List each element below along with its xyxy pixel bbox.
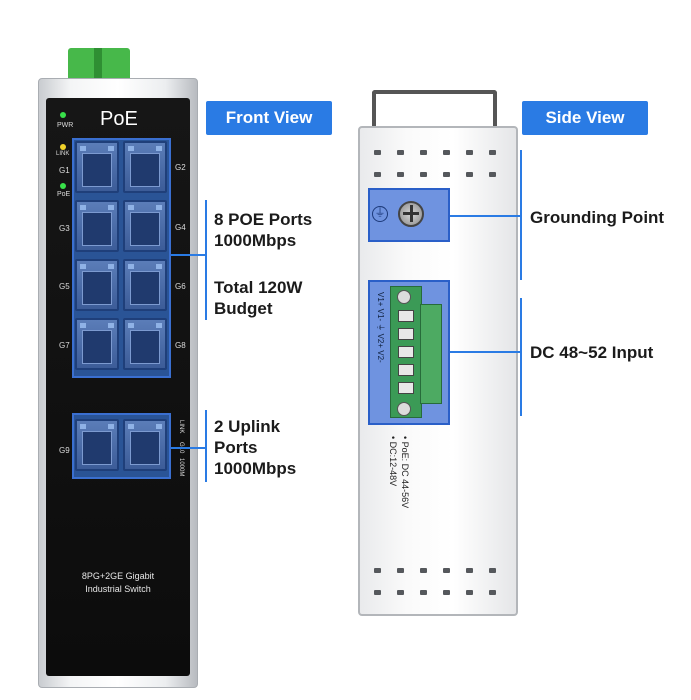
dc-terminal-block xyxy=(390,286,422,418)
terminal-screw-icon xyxy=(397,290,411,304)
vent-icon xyxy=(466,568,473,573)
model-line-2: Industrial Switch xyxy=(85,584,151,594)
port-label-g7: G7 xyxy=(59,341,70,350)
dc-terminal-body xyxy=(420,304,442,404)
callout-poe-ports-2: 1000Mbps xyxy=(214,231,297,250)
callout-uplink-1: 2 Uplink xyxy=(214,417,281,436)
uplink-link-label: LINK xyxy=(178,420,184,434)
port-label-g5: G5 xyxy=(59,282,70,291)
vent-icon xyxy=(420,590,427,595)
spec-line-1: • PoE: DC 44-56V xyxy=(400,436,410,509)
vent-icon xyxy=(374,568,381,573)
terminal-slot-icon xyxy=(398,382,414,394)
vent-icon xyxy=(489,590,496,595)
port-g9 xyxy=(75,419,119,471)
port-label-g6: G6 xyxy=(175,282,186,291)
vent-icon xyxy=(397,590,404,595)
terminal-labels: V1+ V1- ⏚ V2+ V2- xyxy=(376,292,385,363)
vent-icon xyxy=(443,590,450,595)
callout-budget-1: Total 120W xyxy=(214,278,303,297)
vent-icon xyxy=(397,172,404,177)
model-line-1: 8PG+2GE Gigabit xyxy=(81,571,155,581)
vent-icon xyxy=(420,568,427,573)
panel-title: PoE xyxy=(100,108,138,130)
vent-icon xyxy=(489,568,496,573)
port-g5 xyxy=(75,259,119,311)
vent-icon xyxy=(374,150,381,155)
port-g3 xyxy=(75,200,119,252)
uplink-speed-label: 1000M xyxy=(178,458,184,477)
port-g7 xyxy=(75,318,119,370)
grounding-bracket xyxy=(520,150,522,280)
dc-input-label: DC 48~52 Input xyxy=(530,343,654,362)
poe-group-connector xyxy=(171,254,205,256)
callout-uplink-3: 1000Mbps xyxy=(214,459,297,478)
port-g10 xyxy=(123,419,167,471)
link-led-label: LINK xyxy=(56,151,70,157)
port-label-g4: G4 xyxy=(175,223,186,232)
grounding-label: Grounding Point xyxy=(530,208,665,227)
terminal-slot-icon xyxy=(398,364,414,376)
terminal-screw-icon xyxy=(397,402,411,416)
vent-icon xyxy=(466,150,473,155)
poe-led-icon xyxy=(60,183,66,189)
vent-icon xyxy=(489,172,496,177)
screw-slot-v xyxy=(410,205,413,222)
vent-icon xyxy=(374,590,381,595)
port-label-g9: G9 xyxy=(59,446,70,455)
vent-icon xyxy=(466,172,473,177)
callout-poe-ports-1: 8 POE Ports xyxy=(214,210,313,229)
vent-icon xyxy=(397,150,404,155)
pwr-led-label: PWR xyxy=(57,122,74,129)
port-label-g1: G1 xyxy=(59,166,70,175)
callout-uplink-2: Ports xyxy=(214,438,258,457)
side-view-badge: Side View xyxy=(522,101,648,135)
front-view-badge: Front View xyxy=(206,101,332,135)
link-led-icon xyxy=(60,144,66,150)
terminal-slot-icon xyxy=(398,346,414,358)
grounding-connector xyxy=(450,215,520,217)
vent-icon xyxy=(466,590,473,595)
poe-led-label: PoE xyxy=(57,191,71,198)
port-label-g3: G3 xyxy=(59,224,70,233)
spec-line-2: • DC:12-48V xyxy=(388,436,398,487)
terminal-slot-icon xyxy=(398,328,414,340)
port-g8 xyxy=(123,318,167,370)
poe-callout-bracket xyxy=(205,200,207,320)
dc-bracket xyxy=(520,298,522,416)
port-label-g8: G8 xyxy=(175,341,186,350)
port-g2 xyxy=(123,141,167,193)
vent-icon xyxy=(397,568,404,573)
vent-icon xyxy=(420,150,427,155)
port-label-g2: G2 xyxy=(175,163,186,172)
ground-symbol-icon: ⏚ xyxy=(372,206,388,222)
vent-icon xyxy=(443,568,450,573)
vent-icon xyxy=(420,172,427,177)
callout-budget-2: Budget xyxy=(214,299,273,318)
dc-connector xyxy=(450,351,520,353)
uplink-connector xyxy=(171,447,205,449)
port-g4 xyxy=(123,200,167,252)
vent-icon xyxy=(489,150,496,155)
pwr-led-icon xyxy=(60,112,66,118)
port-g1 xyxy=(75,141,119,193)
uplink-callout-bracket xyxy=(205,410,207,482)
din-rail-clip xyxy=(372,90,497,130)
terminal-slot-icon xyxy=(398,310,414,322)
port-g6 xyxy=(123,259,167,311)
vent-icon xyxy=(443,150,450,155)
vent-icon xyxy=(374,172,381,177)
vent-icon xyxy=(443,172,450,177)
